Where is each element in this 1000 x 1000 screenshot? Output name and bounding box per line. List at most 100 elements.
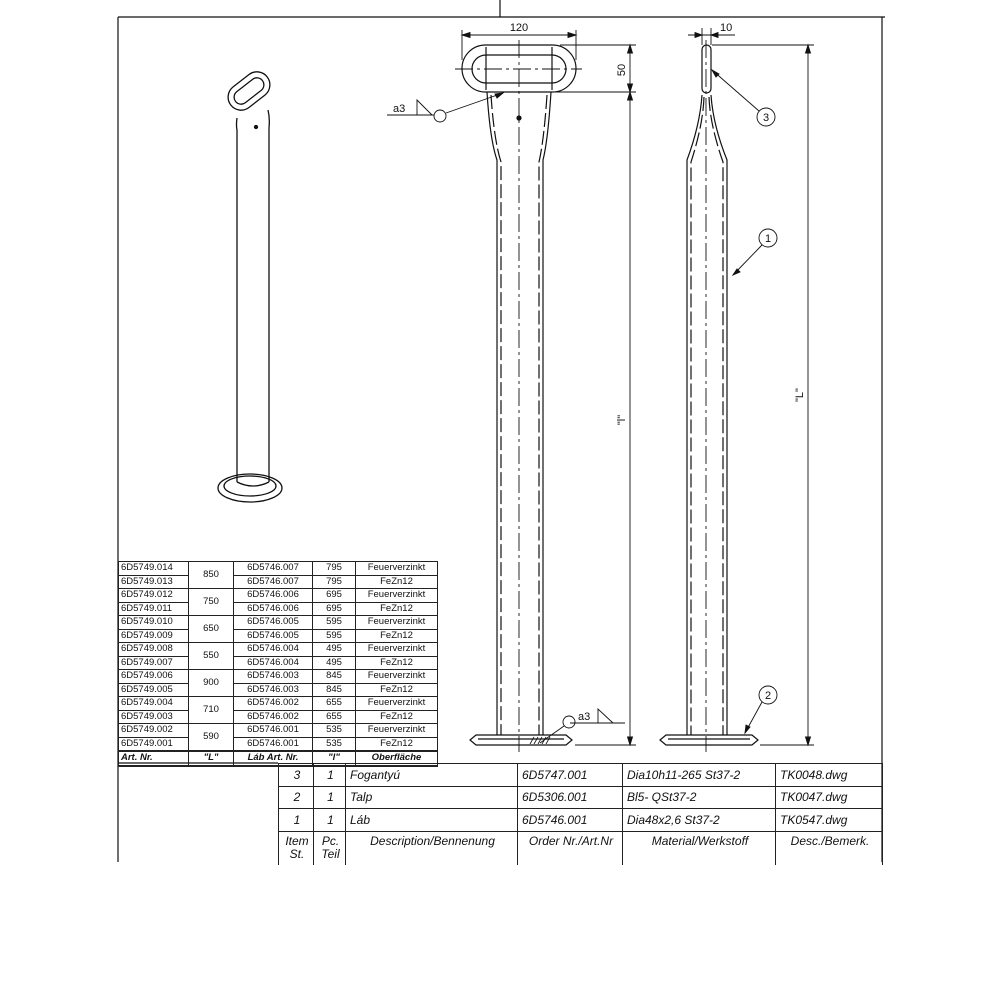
variants-header-cell: Láb Art. Nr. [233,750,313,767]
surface-cell: Feuerverzinkt [355,642,438,657]
bom-cell: 3 [278,763,314,787]
length-L-cell: 750 [188,588,234,616]
dim-width-120: 120 [510,22,528,34]
bom-cell: Láb [345,808,518,832]
bom-cell: Dia10h11-265 St37-2 [622,763,776,787]
bom-header-cell: Order Nr./Art.Nr [517,830,623,865]
lab-art-nr-cell: 6D5746.006 [233,588,313,603]
isometric-view [217,71,283,503]
weld-label-bottom: a3 [578,711,590,723]
lab-art-nr-cell: 6D5746.005 [233,615,313,630]
variants-header-cell: Art. Nr. [118,750,189,767]
balloon-2: 2 [765,690,771,702]
bom-cell: TK0048.dwg [775,763,883,787]
bom-cell: Fogantyú [345,763,518,787]
surface-cell: Feuerverzinkt [355,669,438,684]
art-nr-cell: 6D5749.013 [118,574,189,589]
length-L-cell: 550 [188,642,234,670]
weld-symbol-top: a3 [387,92,505,123]
weld-symbol-bottom: a3 [539,707,625,744]
front-view [455,40,582,752]
length-l-cell: 495 [312,642,356,657]
bom-cell: 6D5746.001 [517,808,623,832]
bom-cell: 2 [278,785,314,809]
art-nr-cell: 6D5749.004 [118,696,189,711]
bom-cell: TK0047.dwg [775,785,883,809]
bom-cell: Bl5- QSt37-2 [622,785,776,809]
surface-cell: Feuerverzinkt [355,561,438,576]
part-balloons: 3 1 2 [710,68,778,735]
length-L-cell: 850 [188,561,234,589]
length-l-cell: 845 [312,682,356,697]
surface-cell: Feuerverzinkt [355,723,438,738]
surface-cell: FeZn12 [355,682,438,697]
surface-cell: Feuerverzinkt [355,696,438,711]
art-nr-cell: 6D5749.012 [118,588,189,603]
length-l-cell: 655 [312,709,356,724]
length-l-cell: 695 [312,601,356,616]
length-l-cell: 595 [312,615,356,630]
lab-art-nr-cell: 6D5746.007 [233,574,313,589]
balloon-3: 3 [763,112,769,124]
bom-cell: 1 [313,763,346,787]
side-view [659,40,759,752]
dim-l: "l" [616,415,628,425]
surface-cell: FeZn12 [355,628,438,643]
bom-header-cell: Desc./Bemerk. [775,830,883,865]
art-nr-cell: 6D5749.003 [118,709,189,724]
length-L-cell: 590 [188,723,234,752]
lab-art-nr-cell: 6D5746.005 [233,628,313,643]
bom-cell: 1 [313,808,346,832]
surface-cell: FeZn12 [355,601,438,616]
length-l-cell: 535 [312,723,356,738]
bom-cell: Talp [345,785,518,809]
dimensions [460,28,814,747]
bom-cell: 6D5747.001 [517,763,623,787]
length-l-cell: 655 [312,696,356,711]
length-L-cell: 650 [188,615,234,643]
surface-cell: FeZn12 [355,655,438,670]
surface-cell: Feuerverzinkt [355,615,438,630]
art-nr-cell: 6D5749.014 [118,561,189,576]
art-nr-cell: 6D5749.008 [118,642,189,657]
art-nr-cell: 6D5749.011 [118,601,189,616]
lab-art-nr-cell: 6D5746.001 [233,723,313,738]
weld-label-top: a3 [393,103,405,115]
length-l-cell: 595 [312,628,356,643]
surface-cell: Feuerverzinkt [355,588,438,603]
lab-art-nr-cell: 6D5746.007 [233,561,313,576]
dimension-labels: 120 50 10 "l" "L" [510,22,806,425]
bom-cell: Dia48x2,6 St37-2 [622,808,776,832]
dim-height-50: 50 [616,64,628,76]
art-nr-cell: 6D5749.002 [118,723,189,738]
length-L-cell: 900 [188,669,234,697]
lab-art-nr-cell: 6D5746.003 [233,669,313,684]
balloon-1: 1 [765,233,771,245]
bom-header-cell: Material/Werkstoff [622,830,776,865]
length-l-cell: 535 [312,736,356,752]
length-L-cell: 710 [188,696,234,724]
surface-cell: FeZn12 [355,736,438,752]
length-l-cell: 795 [312,574,356,589]
lab-art-nr-cell: 6D5746.001 [233,736,313,752]
surface-cell: FeZn12 [355,574,438,589]
bom-header-cell: Item St. [278,830,314,865]
bom-header-cell: Pc. Teil [313,830,346,865]
art-nr-cell: 6D5749.010 [118,615,189,630]
